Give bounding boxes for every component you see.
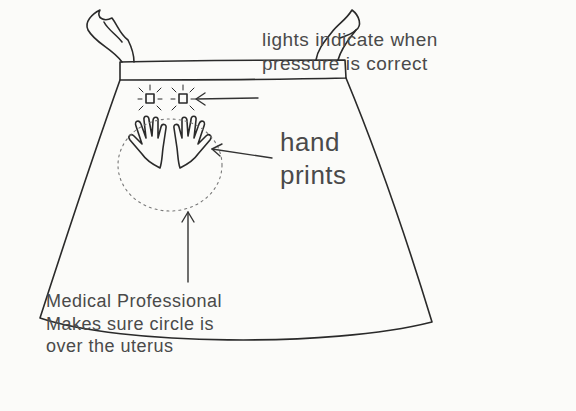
left-tie [87, 10, 134, 62]
callout-note: Medical Professional Makes sure circle i… [46, 290, 246, 358]
leader-arrows [182, 93, 272, 282]
pressure-lights [138, 85, 195, 110]
leader-line [196, 98, 258, 99]
light-square [179, 94, 187, 103]
left-tie-inner [104, 22, 122, 42]
callout-note: lights indicate when pressure is correct [262, 28, 492, 76]
arrow-head [182, 212, 194, 222]
leader-line [212, 149, 272, 158]
uterus-circle [118, 119, 222, 211]
callout-note: hand prints [280, 126, 380, 191]
light-rays [171, 85, 195, 110]
left-hand-print [129, 116, 166, 168]
leader-line [187, 212, 188, 282]
arrow-head [196, 93, 205, 105]
leader-line-head [212, 144, 222, 156]
light-square [146, 94, 154, 103]
light-rays [138, 85, 162, 110]
